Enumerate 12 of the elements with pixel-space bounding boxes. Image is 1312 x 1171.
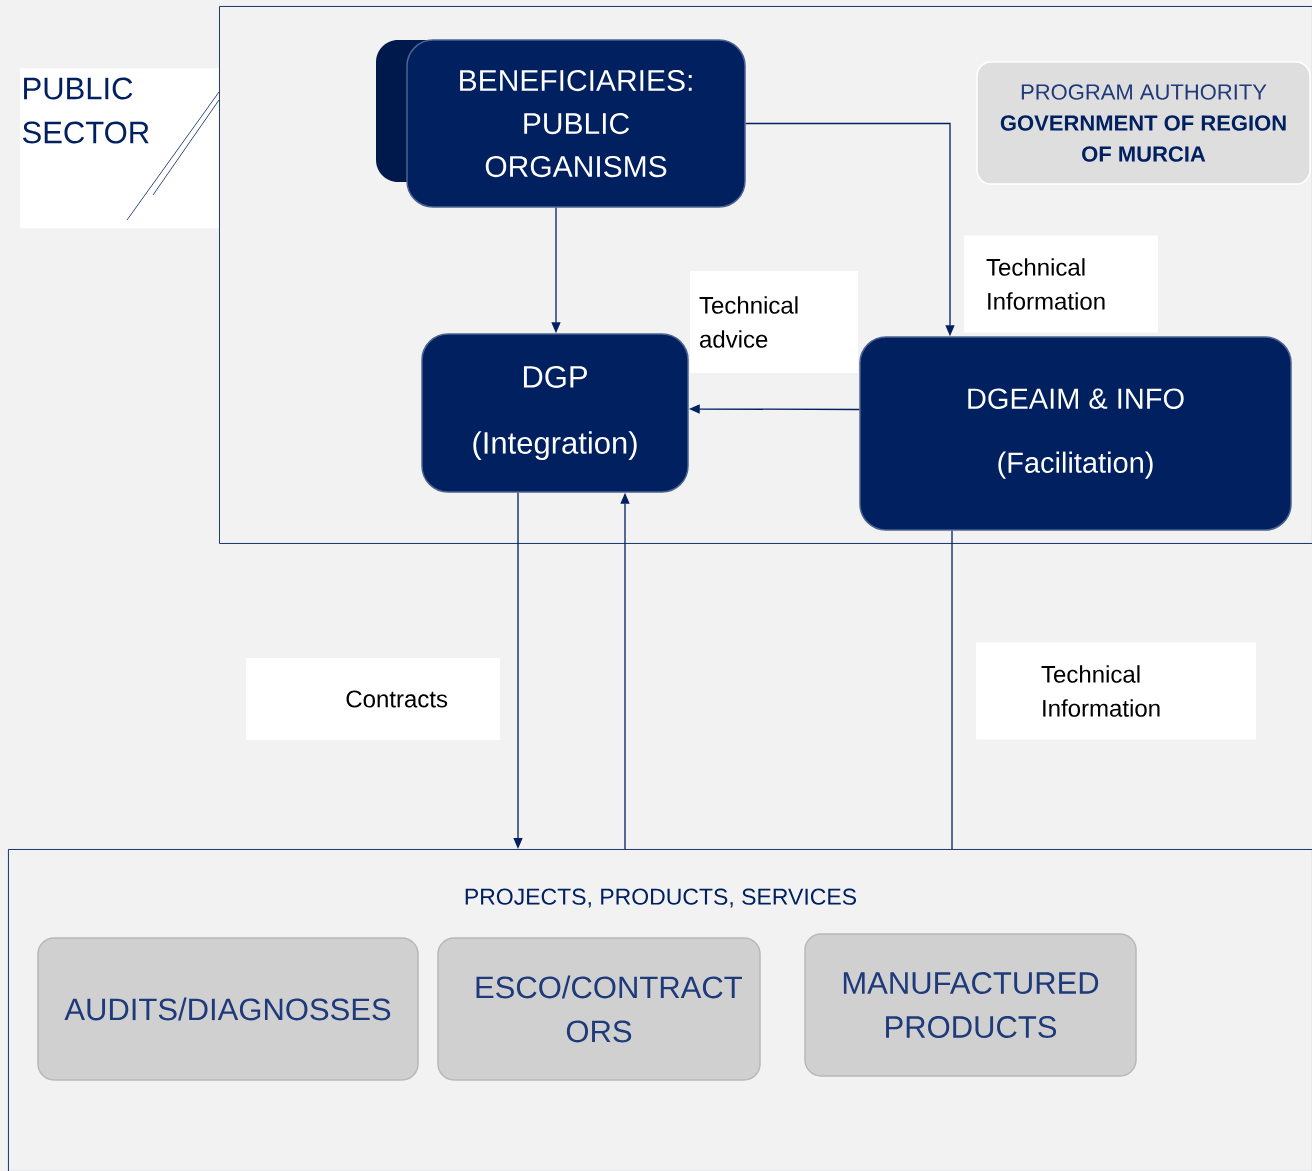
process-box: DGP (Integration) (421, 333, 689, 493)
sector-label: PUBLIC SECTOR (20, 68, 220, 229)
category-box: AUDITS/DIAGNOSSES (37, 937, 419, 1081)
edge-label: Technical Information (1041, 665, 1160, 717)
edge-label: Technical advice (699, 296, 798, 348)
process-box: DGEAIM & INFO (Facilitation) (859, 336, 1292, 531)
authority-box: PROGRAM AUTHORITY GOVERNMENT OF REGION OF MURCIA (976, 61, 1311, 185)
category-box: MANUFACTURED PRODUCTS (804, 933, 1137, 1077)
edge-label: Contracts (346, 690, 448, 708)
category-box: ESCO/CONTRACT ORS (437, 937, 761, 1081)
process-box: BENEFICIARIES: PUBLIC ORGANISMS (376, 39, 746, 208)
edge-label: Technical Information (986, 258, 1105, 310)
